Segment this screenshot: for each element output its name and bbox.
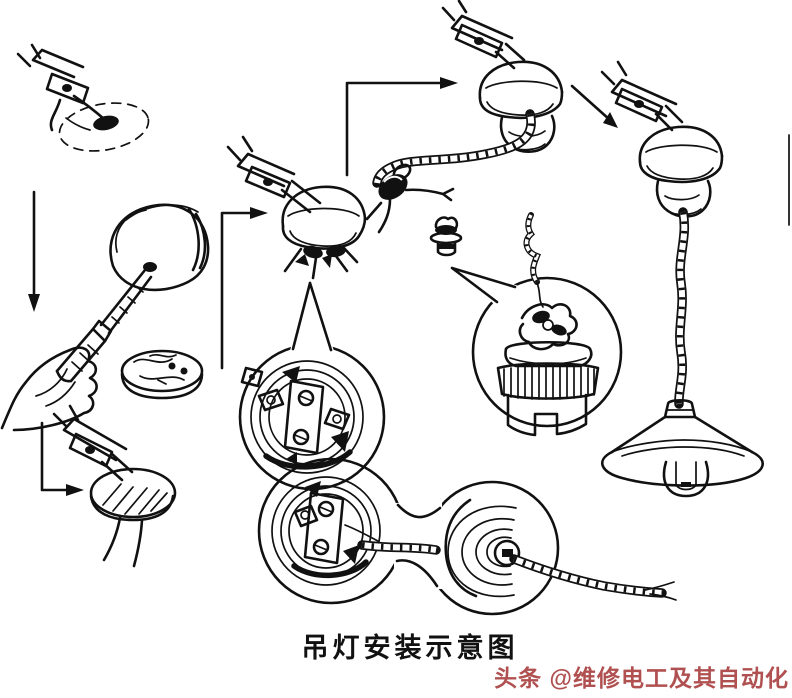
- diagonal-arrow: [570, 84, 618, 128]
- ceiling-rose-mounted: [226, 135, 367, 280]
- canopy-rear-detail: [362, 480, 677, 616]
- lamp-holder: [365, 163, 455, 234]
- locking-cap: [429, 216, 463, 257]
- socket-interior-wired-detail: [257, 457, 405, 605]
- elbow-arrow-center: [220, 207, 268, 370]
- canopy-with-twisted-cord: [365, 0, 564, 257]
- wooden-mounting-pad: [120, 349, 204, 400]
- finished-pendant-lamp: [600, 60, 764, 498]
- canopy-screw-hole: [143, 262, 157, 272]
- elbow-arrow-left: [40, 421, 84, 496]
- ceiling-outlet-wires: [16, 43, 150, 152]
- figure-caption: 吊灯安装示意图: [301, 633, 519, 663]
- hand-with-screwdriver: [0, 203, 210, 432]
- down-arrow: [28, 190, 40, 312]
- watermark-text: 头条 @维修电工及其自动化: [494, 665, 789, 691]
- pad-mounted-with-wires: [52, 404, 177, 568]
- light-bulb: [662, 460, 710, 498]
- lampshade: [601, 398, 764, 487]
- elbow-arrow-top: [345, 77, 458, 177]
- socket-interior-top-detail: [238, 279, 386, 491]
- cord-knot-strain-relief-detail: [450, 215, 623, 437]
